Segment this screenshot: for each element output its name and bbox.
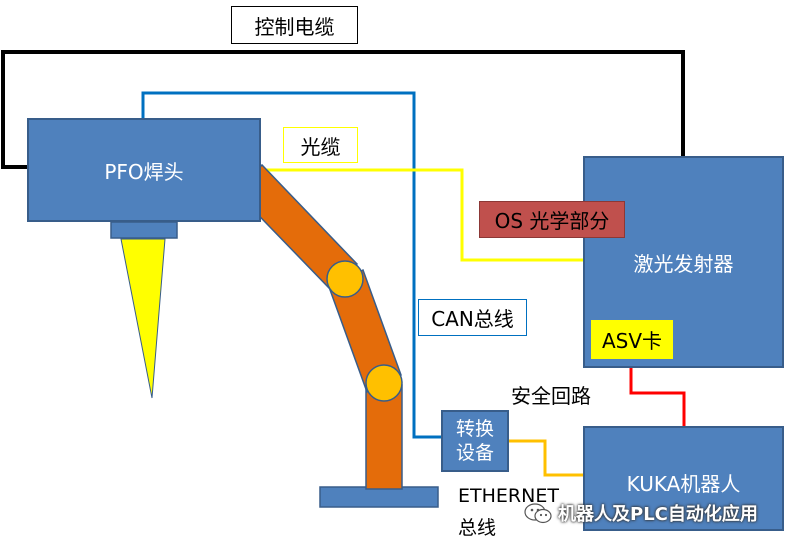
robot-joint-elbow	[326, 260, 364, 298]
fiber-cable-line	[262, 168, 583, 262]
ethernet-line	[509, 439, 583, 477]
robot-base	[319, 486, 439, 508]
laser-beam	[120, 238, 166, 399]
safety-loop-label: 安全回路	[511, 384, 591, 408]
nozzle	[110, 221, 178, 239]
kuka-robot-controller: KUKA机器人	[583, 426, 784, 531]
safety-loop-line	[629, 362, 686, 426]
control-cable-label: 控制电缆	[231, 6, 358, 44]
ethernet-label-line-2: 总线	[458, 517, 497, 539]
watermark-text: 机器人及PLC自动化应用	[558, 504, 758, 525]
asv-card-label: ASV卡	[591, 320, 673, 359]
os-optics-label: OS 光学部分	[479, 201, 625, 238]
can-bus-label: CAN总线	[418, 299, 527, 336]
can-bus-line	[141, 91, 441, 439]
watermark: 机器人及PLC自动化应用	[524, 500, 758, 526]
converter-device: 转换 设备	[441, 410, 509, 472]
pfo-welding-head: PFO焊头	[27, 118, 261, 222]
wechat-icon	[524, 503, 552, 524]
robot-column	[365, 384, 403, 490]
ethernet-label-line-1: ETHERNET	[458, 485, 559, 507]
fiber-cable-label: 光缆	[283, 127, 358, 163]
robot-joint-shoulder	[365, 364, 403, 402]
converter-line-2: 设备	[455, 442, 494, 464]
control-cable-line	[1, 50, 685, 169]
converter-line-1: 转换	[455, 418, 494, 440]
